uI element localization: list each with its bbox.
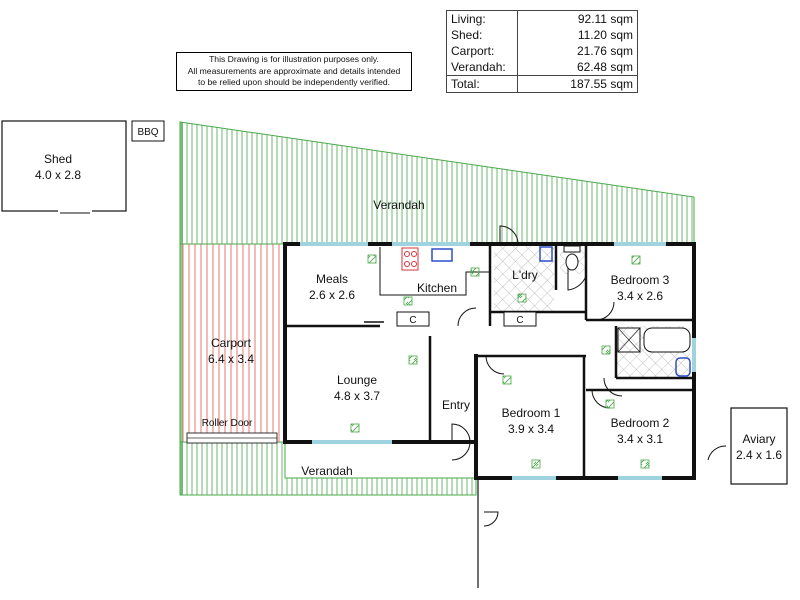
- table-row: Living: 92.11 sqm: [446, 10, 638, 27]
- bedroom2-dims: 3.4 x 3.1: [617, 432, 663, 446]
- sink-icon: [431, 248, 453, 262]
- cupboard-label: C: [516, 315, 523, 326]
- disclaimer-line: This Drawing is for illustration purpose…: [209, 54, 379, 64]
- carport-dims: 6.4 x 3.4: [208, 352, 254, 366]
- shed-dims: 4.0 x 2.8: [35, 168, 81, 182]
- stove-icon: [401, 247, 419, 271]
- total-value: 187.55 sqm: [517, 75, 638, 93]
- aviary-name: Aviary: [742, 432, 775, 446]
- bbq-label: BBQ: [137, 127, 158, 138]
- kitchen-name: Kitchen: [417, 281, 457, 295]
- bbq-box: [131, 120, 165, 142]
- disclaimer-line: to be relied upon should be independentl…: [197, 77, 391, 87]
- entry-name: Entry: [442, 398, 470, 412]
- area-label: Shed:: [446, 27, 518, 43]
- disclaimer-line: All measurements are approximate and det…: [187, 65, 401, 76]
- carport-name: Carport: [211, 336, 252, 350]
- bath-icon: [643, 327, 691, 353]
- table-row: Verandah: 62.48 sqm: [446, 59, 638, 76]
- area-value: 11.20 sqm: [577, 28, 633, 42]
- vanity-icon: [675, 357, 691, 377]
- toilet-icon: [565, 253, 579, 271]
- aviary-dims: 2.4 x 1.6: [736, 448, 782, 462]
- meals-dims: 2.6 x 2.6: [309, 288, 355, 302]
- bedroom3-name: Bedroom 3: [611, 273, 670, 287]
- light-markers: [350, 254, 650, 469]
- aviary-outline: [730, 407, 788, 485]
- toilet-cistern-icon: [563, 245, 581, 253]
- shower-diagonal: [617, 327, 641, 353]
- verandah-bottom-label: Verandah: [301, 464, 352, 478]
- area-label: Living:: [446, 10, 518, 27]
- total-label: Total:: [446, 75, 518, 93]
- shed-name: Shed: [44, 152, 72, 166]
- shed-outline: [1, 120, 127, 212]
- table-row: Shed: 11.20 sqm: [446, 27, 638, 43]
- verandah-top-label: Verandah: [373, 198, 424, 212]
- stove-burner: [404, 251, 410, 257]
- bedroom1-dims: 3.9 x 3.4: [508, 422, 554, 436]
- area-label: Verandah:: [446, 59, 518, 76]
- area-label: Carport:: [446, 43, 518, 59]
- lounge-name: Lounge: [337, 373, 377, 387]
- stove-burner: [411, 261, 417, 267]
- laundry-name: L'dry: [512, 268, 538, 282]
- lounge-dims: 4.8 x 3.7: [334, 389, 380, 403]
- roller-door-label: Roller Door: [202, 418, 253, 429]
- stove-burner: [411, 251, 417, 257]
- disclaimer-box: This Drawing is for illustration purpose…: [176, 52, 412, 91]
- total-row: Total: 187.55 sqm: [446, 75, 638, 93]
- cupboard-label: C: [409, 315, 416, 326]
- bedroom3-dims: 3.4 x 2.6: [617, 289, 663, 303]
- area-summary-table: Living: 92.11 sqm Shed: 11.20 sqm Carpor…: [446, 10, 638, 93]
- carport-area: [180, 244, 282, 442]
- shower-icon: [617, 327, 641, 353]
- bedroom2-name: Bedroom 2: [611, 416, 670, 430]
- doors: [451, 225, 727, 527]
- table-row: Carport: 21.76 sqm: [446, 43, 638, 59]
- interior-walls: [285, 244, 694, 478]
- stove-burner: [404, 261, 410, 267]
- bedroom1-name: Bedroom 1: [502, 406, 561, 420]
- windows: [300, 242, 696, 480]
- meals-name: Meals: [316, 272, 348, 286]
- area-value: 62.48 sqm: [576, 60, 633, 74]
- area-value: 21.76 sqm: [576, 44, 633, 58]
- laundry-trough-icon: [539, 246, 553, 262]
- area-value: 92.11 sqm: [577, 12, 633, 26]
